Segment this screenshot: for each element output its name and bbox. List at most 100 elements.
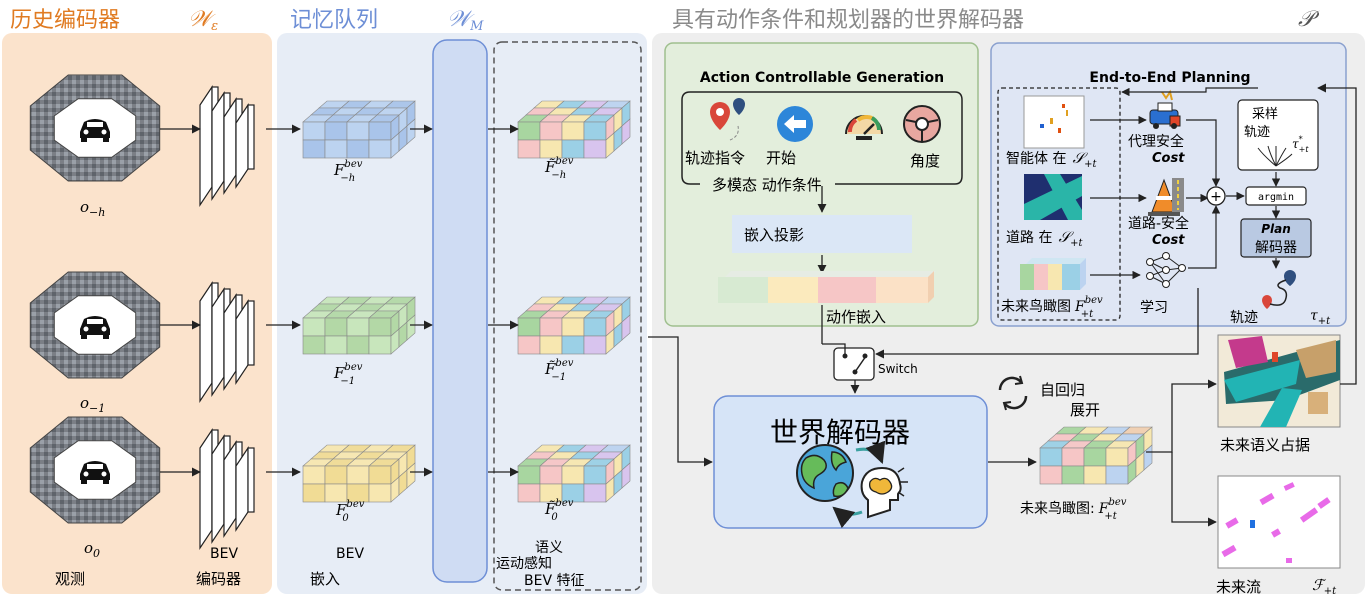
- sem-label-1: F̃bev−1: [544, 358, 574, 383]
- bev-cube-1: [302, 296, 416, 355]
- observation-ring-0: [29, 74, 161, 182]
- action-embedding-bar: [718, 271, 936, 303]
- learn-label: 学习: [1140, 300, 1168, 316]
- action-embedding-label: 动作嵌入: [826, 308, 886, 326]
- world-decoder-title: 具有动作条件和规划器的世界解码器: [672, 8, 1024, 33]
- agent-safety-label: 代理安全: [1128, 133, 1184, 150]
- trajectory-command-label: 轨迹指令: [685, 149, 745, 167]
- obs-label-1: o−1: [80, 394, 105, 415]
- future-occupancy-label: 未来语义占据: [1220, 436, 1310, 454]
- obs-label-0: o0: [84, 539, 100, 560]
- encoder-stack-1: [199, 281, 255, 403]
- steering-wheel-icon: [903, 105, 941, 143]
- semantic-feature-box: [493, 41, 642, 591]
- speedometer-icon: [845, 114, 883, 140]
- embed-label: 嵌入: [310, 570, 340, 588]
- memory-queue-bar: [432, 39, 488, 583]
- world-decoder-label: 世界解码器: [770, 416, 910, 449]
- planning-input-box: [997, 87, 1121, 321]
- trajectory-sample-label: 轨迹: [1244, 125, 1270, 140]
- arrow-left-icon: [777, 106, 813, 142]
- location-pin-icon: [710, 98, 745, 141]
- tau-star-label: τ*+t: [1292, 135, 1309, 154]
- trajectory-output-label: 轨迹: [1230, 310, 1258, 326]
- memory-queue-title: 记忆队列: [290, 8, 378, 33]
- argmin-label: argmin: [1258, 192, 1294, 203]
- left-arrows: [160, 124, 713, 477]
- bev-text-2: BEV: [336, 546, 364, 562]
- trajectory-to-switch-arrow: [875, 288, 1199, 359]
- cycle-arrow-top: [855, 440, 886, 464]
- observation-ring-1: [29, 271, 161, 379]
- encoder-stack-0: [199, 85, 255, 207]
- sum-node: [1206, 186, 1226, 206]
- observation-ring-2: [29, 416, 161, 524]
- plan-label: Plan: [1261, 222, 1291, 236]
- action-panel-title: Action Controllable Generation: [700, 70, 944, 86]
- rollout-label: 展开: [1070, 401, 1100, 419]
- sem-label-h: F̃bev−h: [544, 156, 574, 181]
- future-flow-symbol: ℱ+t: [1312, 576, 1337, 594]
- sample-label: 采样: [1252, 107, 1278, 122]
- future-bev-mini: [1020, 258, 1086, 290]
- neural-net-icon: [1146, 252, 1186, 288]
- plan-decoder-box: [1240, 218, 1312, 258]
- bev-feature-label: BEV 特征: [524, 573, 584, 589]
- planner-symbol: 𝒫: [1298, 7, 1320, 32]
- future-flow-label: 未来流: [1216, 578, 1261, 594]
- encoder-stack-2: [199, 428, 255, 550]
- embed-projection-label: 嵌入投影: [744, 226, 804, 244]
- car-icon: [80, 119, 110, 142]
- semantic-cube-1: [517, 296, 631, 355]
- tau-label: τ+t: [1310, 308, 1331, 327]
- start-label: 开始: [766, 149, 796, 167]
- multimodal-label: 多模态 动作条件: [712, 176, 822, 194]
- motion-aware-label: 运动感知: [496, 555, 552, 572]
- switch-label: Switch: [878, 362, 918, 376]
- plus-icon: +: [1210, 189, 1222, 205]
- future-bev-cube: [1039, 426, 1153, 485]
- occupancy-to-planning-arrow: [1317, 83, 1357, 385]
- future-flow-image: [1217, 475, 1341, 569]
- decoder-label: 解码器: [1255, 240, 1297, 256]
- obs-label-h: o−h: [80, 198, 105, 219]
- bev-label-1: Fbev−1: [333, 362, 363, 387]
- road-map-image: [1024, 174, 1082, 220]
- angle-label: 角度: [910, 152, 940, 170]
- encoder-label: 编码器: [196, 570, 241, 588]
- trajectory-fan-icon: [1257, 145, 1293, 167]
- globe-icon: [796, 444, 854, 502]
- brain-head-icon: [860, 466, 908, 519]
- car-icon: [80, 316, 110, 339]
- history-encoder-title: 历史编码器: [10, 8, 120, 33]
- cycle-arrow-bottom: [832, 506, 863, 529]
- semantic-cube-0: [517, 444, 631, 503]
- argmin-box: [1245, 186, 1307, 206]
- bev-label-h: Fbev−h: [333, 159, 363, 184]
- route-pin-icon: [1262, 270, 1296, 309]
- road-cost-label: Cost: [1152, 233, 1185, 248]
- sample-box: [1237, 99, 1319, 171]
- planning-arrows: [1090, 87, 1281, 280]
- history-encoder-symbol: 𝒲ε: [188, 7, 218, 34]
- observation-label: 观测: [55, 570, 85, 588]
- agent-cost-label: Cost: [1152, 151, 1185, 166]
- crash-car-icon: [1149, 89, 1181, 129]
- agent-map-image: [1023, 95, 1085, 149]
- bev-text-1: BEV: [210, 546, 238, 562]
- bev-cube-h: [302, 100, 416, 159]
- future-branch-arrows: [1146, 379, 1217, 453]
- observation-images: [29, 74, 161, 524]
- embed-projection-box: [732, 215, 912, 253]
- autoregressive-label: 自回归: [1040, 381, 1085, 399]
- future-occupancy-image: [1217, 334, 1341, 428]
- bev-feature-cubes: [302, 100, 1153, 503]
- switch-box[interactable]: [833, 347, 875, 381]
- memory-queue-symbol: 𝒲M: [447, 7, 484, 34]
- action-bracket: [681, 91, 963, 185]
